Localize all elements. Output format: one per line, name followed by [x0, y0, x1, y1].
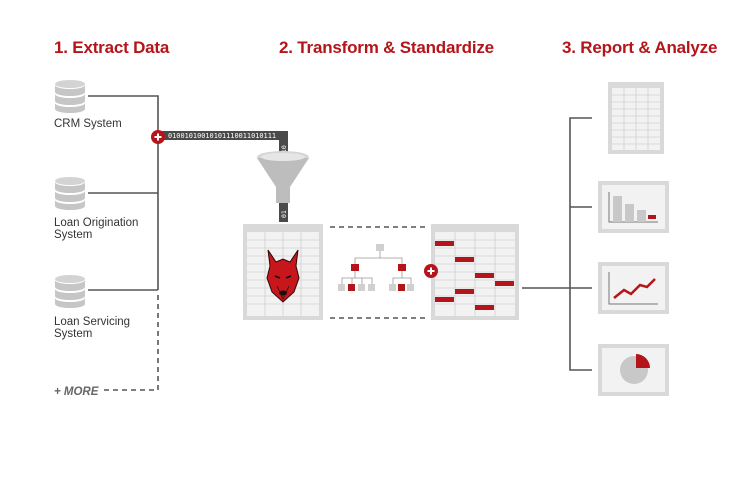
source-loan-servicing-label: Loan Servicing System — [54, 316, 131, 340]
bit-stream-text: 01001010010101110011010111 — [168, 132, 276, 140]
pie-chart-icon — [598, 344, 669, 396]
step-3-heading: 3. Report & Analyze — [562, 38, 718, 57]
database-icon — [55, 80, 85, 113]
bit-stream-vertical-text-2: 01 — [280, 210, 288, 218]
source-connectors — [88, 95, 159, 391]
raw-data-table — [243, 224, 323, 320]
bar-chart-icon — [598, 181, 669, 233]
funnel-icon — [257, 151, 309, 203]
source-loan-origination-label: Loan Origination System — [54, 217, 139, 241]
plus-icon — [151, 130, 165, 144]
hierarchy-tree-icon — [338, 244, 414, 291]
table-report-icon — [608, 82, 664, 154]
more-sources-label: + MORE — [54, 386, 99, 398]
plus-icon — [424, 264, 438, 278]
source-crm-label: CRM System — [54, 118, 122, 130]
output-connectors — [522, 117, 592, 371]
standardized-data-table — [431, 224, 519, 320]
bit-stream: 01001010010101110011010111 010 01 — [160, 131, 288, 222]
database-icon — [55, 275, 85, 308]
step-1-heading: 1. Extract Data — [54, 38, 170, 57]
dashed-connector-box — [330, 226, 425, 319]
step-2-heading: 2. Transform & Standardize — [279, 38, 494, 57]
database-icon — [55, 177, 85, 210]
wolf-mascot-icon — [266, 249, 300, 303]
line-chart-icon — [598, 262, 669, 314]
